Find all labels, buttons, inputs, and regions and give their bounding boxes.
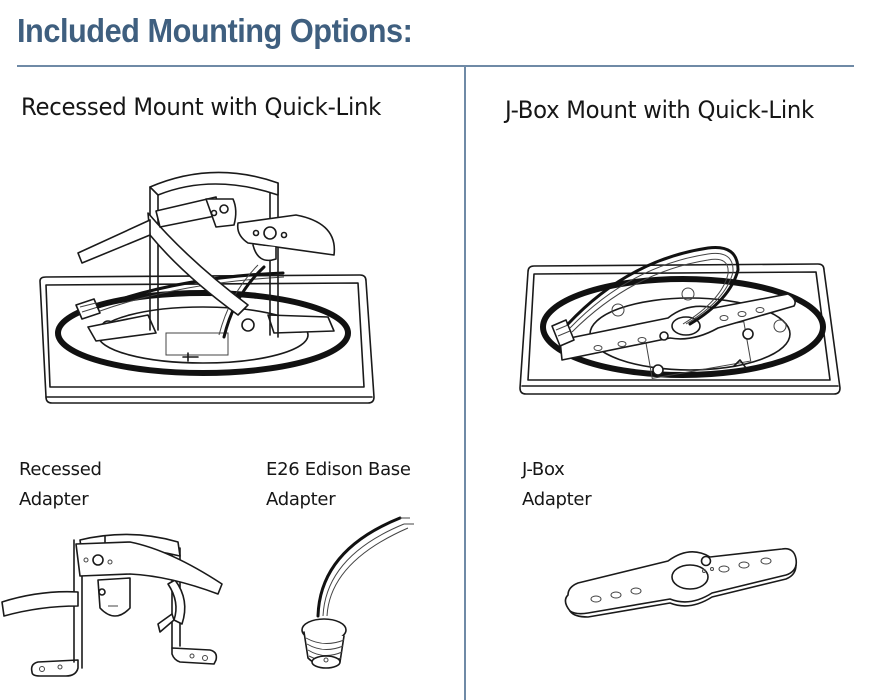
column-divider [464,66,466,700]
caption-line: Adapter [19,489,89,510]
caption-line: Adapter [266,489,336,510]
caption-recessed-adapter: Recessed Adapter [19,455,102,515]
header-divider [17,65,854,67]
caption-jbox-adapter: J-Box Adapter [522,455,592,515]
caption-line: Recessed [19,459,102,480]
jbox-mount-assembly-illustration [519,245,841,395]
e26-adapter-illustration [301,516,414,669]
caption-line: E26 Edison Base [266,459,411,480]
caption-e26-adapter: E26 Edison Base Adapter [266,455,411,515]
section-title-jbox: J-Box Mount with Quick-Link [505,96,814,124]
section-title-recessed: Recessed Mount with Quick-Link [21,93,382,121]
recessed-adapter-illustration [1,533,223,677]
caption-line: J-Box [522,459,565,480]
recessed-mount-assembly-illustration [39,171,375,404]
page-title: Included Mounting Options: [17,12,413,49]
jbox-adapter-illustration [564,547,798,618]
caption-line: Adapter [522,489,592,510]
